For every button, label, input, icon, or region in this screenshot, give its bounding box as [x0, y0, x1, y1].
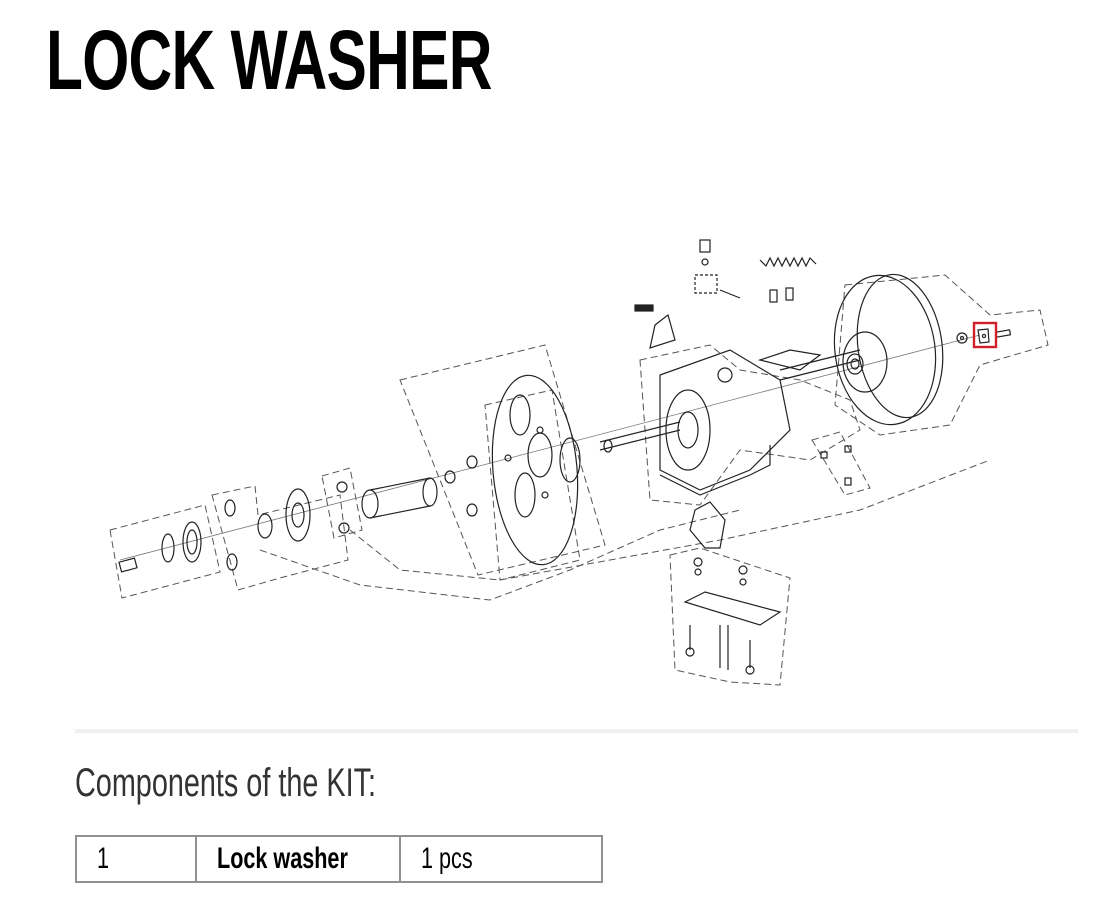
flange-group-outline: [211, 485, 349, 591]
bracket-group-outline: [669, 547, 791, 686]
highlight-box: [972, 321, 998, 349]
group-outlines: [109, 274, 1049, 686]
lock-washer: [977, 328, 990, 344]
item-number-cell: 1: [75, 835, 197, 883]
kit-components-heading: Components of the KIT:: [75, 761, 376, 805]
inner-disc-group-outline: [484, 389, 581, 581]
item-quantity-cell: 1 pcs: [398, 835, 603, 883]
spring-lever-group: [634, 239, 822, 371]
bracket-plate-group: [683, 501, 782, 675]
gearbox-group-outline: [639, 344, 861, 506]
bolt: [995, 329, 1012, 338]
page-title: LOCK WASHER: [46, 13, 492, 107]
exploded-parts-diagram: [100, 230, 1060, 700]
table-row: 1 Lock washer 1 pcs: [75, 835, 603, 883]
pulley-group-outline: [834, 274, 1049, 436]
nut-group-outline: [321, 467, 363, 539]
sprocket-group: [118, 521, 202, 573]
kit-components-table: 1 Lock washer 1 pcs: [75, 835, 603, 883]
main-frame-outline: [349, 459, 991, 581]
small-parts-outline: [811, 431, 871, 496]
gearbox: [599, 349, 861, 496]
flange-group: [224, 481, 350, 571]
flat-washer: [956, 332, 968, 344]
disc-group-outline: [399, 344, 606, 576]
large-disc: [444, 374, 581, 566]
small-nuts: [820, 445, 852, 486]
item-name-cell: Lock washer: [195, 835, 401, 883]
section-divider: [75, 729, 1078, 733]
sprocket-group-outline: [109, 504, 221, 599]
hardware-group: [956, 321, 1012, 349]
shaft-tube: [361, 477, 438, 519]
pulley: [833, 273, 944, 426]
